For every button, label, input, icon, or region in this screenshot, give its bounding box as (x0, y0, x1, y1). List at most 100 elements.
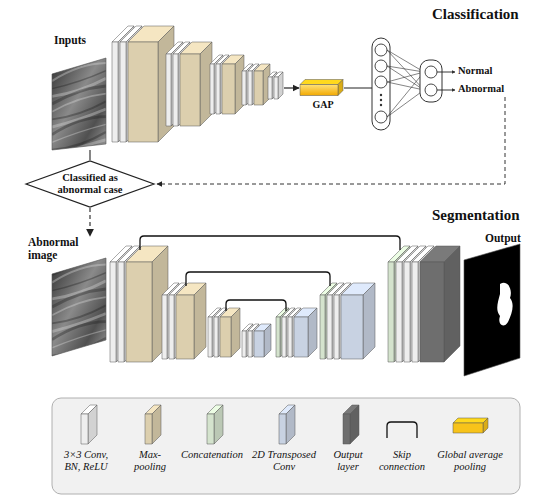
slab-side (278, 72, 283, 99)
legend-label: Global average pooling (434, 449, 506, 473)
slab-front (404, 262, 410, 362)
slab-front (222, 64, 235, 114)
slab-side (402, 246, 418, 362)
slab-front (300, 85, 338, 96)
node-label: Classified as abnormal case (25, 160, 155, 208)
slab-side (483, 418, 488, 433)
layer-slab (274, 72, 283, 99)
slab-front (248, 331, 252, 357)
layer-slab (254, 64, 270, 105)
slab-front (420, 262, 444, 362)
neuron (375, 76, 387, 88)
slab-front (254, 331, 264, 357)
slab-front (120, 42, 126, 142)
texture-streak (52, 248, 106, 266)
ellipsis-dot (380, 104, 382, 106)
image-border (52, 258, 106, 356)
ellipsis-dot (380, 94, 382, 96)
skip-connections (140, 236, 400, 311)
legend-swatch (387, 422, 417, 438)
slab-side (194, 283, 206, 359)
class-arrow (437, 90, 455, 91)
slab-front (118, 262, 124, 362)
slab-front (81, 414, 88, 444)
flow-connector (89, 150, 90, 160)
gap-box (300, 80, 343, 96)
neuron (425, 66, 437, 78)
dense-connection (387, 72, 424, 117)
image-texture (52, 240, 106, 364)
layer-sample (207, 405, 223, 444)
slab-side (286, 405, 295, 444)
gap-layer: GAP (300, 80, 346, 96)
legend-swatch (81, 405, 97, 444)
slab-front (214, 317, 218, 357)
layer-sample (145, 405, 161, 444)
dense-connection (387, 82, 424, 90)
image-fill (52, 258, 106, 356)
output-mask-shape (462, 232, 524, 378)
slab-front (242, 331, 246, 357)
legend-swatch (279, 405, 295, 444)
output-mask: Output (462, 232, 524, 378)
slab-front (110, 262, 116, 362)
texture-streak (52, 305, 106, 323)
layer-slab (396, 246, 418, 362)
legend-label: Concatenation (178, 449, 246, 461)
slab-front (282, 317, 286, 357)
slab-front (288, 317, 292, 357)
dense-connection (387, 90, 424, 117)
texture-streak (52, 330, 106, 348)
neuron (375, 44, 387, 56)
flow-line (344, 88, 372, 89)
gap-layer-shape (300, 80, 346, 96)
slab-side (350, 405, 359, 444)
slab-front (216, 64, 220, 114)
slab-front (412, 262, 418, 362)
slab-front (112, 42, 118, 142)
layer-slab (128, 26, 174, 142)
class-label: Normal (458, 65, 492, 77)
slab-front (207, 414, 214, 444)
slab-side (231, 308, 240, 357)
legend-label: Max-pooling (128, 449, 172, 473)
slab-side (444, 246, 460, 362)
layer-slab (341, 283, 375, 359)
image-border (464, 244, 520, 376)
diamond-outline (26, 161, 154, 207)
slab-front (268, 77, 272, 99)
slab-top (300, 80, 343, 85)
slab-front (396, 262, 402, 362)
slab-front (254, 71, 263, 105)
dense-connection (387, 66, 424, 72)
slab-side (152, 246, 168, 362)
slab-front (453, 423, 483, 433)
slab-front (210, 64, 214, 114)
slab-front (242, 71, 246, 105)
dense-connection (387, 50, 424, 90)
legend-box (52, 398, 520, 494)
node-label: GAP (300, 99, 346, 111)
legend-swatch (453, 418, 488, 433)
slab-front (180, 54, 200, 126)
texture-streak (52, 273, 106, 291)
image-border (52, 58, 106, 150)
texture-streak (52, 297, 106, 315)
slab-side (308, 308, 317, 357)
texture-streak (52, 265, 106, 283)
legend-swatches (81, 405, 488, 444)
layer-sample (279, 405, 295, 444)
image-fill (52, 58, 106, 150)
flow-arrow (284, 87, 299, 88)
skip-connection (186, 272, 330, 286)
dense-layer (372, 38, 390, 130)
gap-sample (453, 418, 488, 433)
image-texture (52, 40, 106, 158)
dense-connection (387, 50, 424, 72)
legend-label: Skip connection (376, 449, 428, 473)
dense-connection (387, 72, 424, 82)
texture-streak (52, 140, 106, 158)
legend-swatch (207, 405, 223, 444)
node-label: Output (485, 232, 521, 245)
